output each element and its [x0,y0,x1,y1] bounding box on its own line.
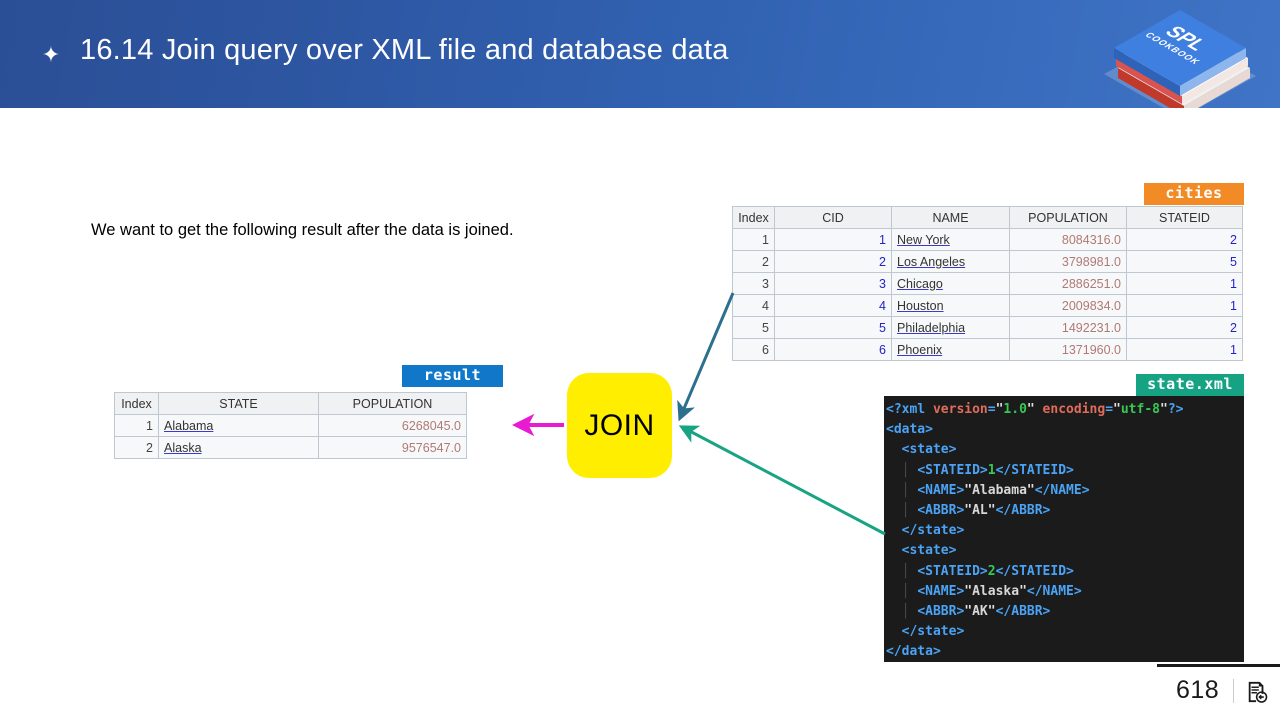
table-row: 2 Alaska 9576547.0 [114,436,467,459]
join-operation-box[interactable]: JOIN [567,373,672,478]
cell-cid: 4 [774,294,892,317]
cell-population: 8084316.0 [1009,228,1127,251]
cell-stateid: 2 [1126,228,1243,251]
cell-stateid: 2 [1126,316,1243,339]
cell-index: 3 [732,272,775,295]
cell-stateid: 5 [1126,250,1243,273]
cell-stateid: 1 [1126,272,1243,295]
table-row: 1 Alabama 6268045.0 [114,414,467,437]
table-row: 5 5 Philadelphia 1492231.0 2 [732,316,1243,339]
cell-name: Los Angeles [891,250,1010,273]
cell-index: 5 [732,316,775,339]
xml-line: <state> [901,442,957,458]
xml-code-block: <?xml version="1.0" encoding="utf-8"?> <… [884,396,1244,662]
blue-arrow-cities-to-join [677,292,735,422]
teal-arrow-xml-to-join [678,425,886,536]
table-row: 2 2 Los Angeles 3798981.0 5 [732,250,1243,273]
cell-stateid: 1 [1126,338,1243,361]
cell-index: 2 [114,436,159,459]
cell-index: 1 [732,228,775,251]
cell-population: 1371960.0 [1009,338,1127,361]
xml-line: │ <STATEID>2</STATEID> [901,563,1074,579]
table-row: 3 3 Chicago 2886251.0 1 [732,272,1243,295]
cell-population: 2009834.0 [1009,294,1127,317]
footer-rule [1157,664,1280,667]
col-cid: CID [774,206,892,229]
cell-name: Philadelphia [891,316,1010,339]
result-table: Index STATE POPULATION 1 Alabama 6268045… [114,392,467,459]
join-label: JOIN [584,408,655,442]
xml-line: <state> [901,543,957,559]
cell-cid: 3 [774,272,892,295]
cell-cid: 2 [774,250,892,273]
cell-index: 2 [732,250,775,273]
cell-state: Alabama [158,414,319,437]
table-row: 4 4 Houston 2009834.0 1 [732,294,1243,317]
col-population: POPULATION [318,392,467,415]
table-header-row: Index CID NAME POPULATION STATEID [732,206,1243,229]
col-index: Index [114,392,159,415]
cell-population: 1492231.0 [1009,316,1127,339]
xml-line: │ <NAME>"Alaska"</NAME> [901,583,1082,599]
badge-cities: cities [1144,183,1244,205]
xml-line: │ <ABBR>"AL"</ABBR> [901,503,1051,519]
col-state: STATE [158,392,319,415]
cell-name: New York [891,228,1010,251]
xml-line: <data> [886,422,933,438]
cell-cid: 6 [774,338,892,361]
cell-index: 6 [732,338,775,361]
badge-result: result [402,365,503,387]
cell-stateid: 1 [1126,294,1243,317]
col-stateid: STATEID [1126,206,1243,229]
cell-cid: 5 [774,316,892,339]
xml-line: │ <STATEID>1</STATEID> [901,462,1074,478]
cell-index: 4 [732,294,775,317]
xml-line: │ <NAME>"Alabama"</NAME> [901,482,1090,498]
cell-population: 2886251.0 [1009,272,1127,295]
spl-cookbook-logo: SPL COOKBOOK [1104,10,1256,108]
page-title: 16.14 Join query over XML file and datab… [80,34,729,66]
col-population: POPULATION [1009,206,1127,229]
intro-paragraph: We want to get the following result afte… [91,221,514,239]
document-back-icon[interactable] [1246,681,1268,703]
footer-divider [1233,679,1234,703]
xml-line: </state> [901,624,965,640]
cell-population: 3798981.0 [1009,250,1127,273]
page-number: 618 [1176,676,1220,704]
cell-cid: 1 [774,228,892,251]
xml-line: <?xml version="1.0" encoding="utf-8"?> [886,402,1184,417]
cell-state: Alaska [158,436,319,459]
xml-line: │ <ABBR>"AK"</ABBR> [901,604,1051,620]
col-index: Index [732,206,775,229]
table-header-row: Index STATE POPULATION [114,392,467,415]
table-row: 1 1 New York 8084316.0 2 [732,228,1243,251]
cell-name: Phoenix [891,338,1010,361]
cell-name: Chicago [891,272,1010,295]
cell-population: 6268045.0 [318,414,467,437]
col-name: NAME [891,206,1010,229]
cell-name: Houston [891,294,1010,317]
cell-population: 9576547.0 [318,436,467,459]
xml-line: </state> [901,523,965,539]
slide-header: ✦ 16.14 Join query over XML file and dat… [0,0,1280,108]
cell-index: 1 [114,414,159,437]
sparkle-icon: ✦ [41,42,61,67]
table-row: 6 6 Phoenix 1371960.0 1 [732,338,1243,361]
cities-table: Index CID NAME POPULATION STATEID 1 1 Ne… [732,206,1243,361]
badge-state-xml: state.xml [1136,374,1244,396]
xml-line: </data> [886,644,941,660]
